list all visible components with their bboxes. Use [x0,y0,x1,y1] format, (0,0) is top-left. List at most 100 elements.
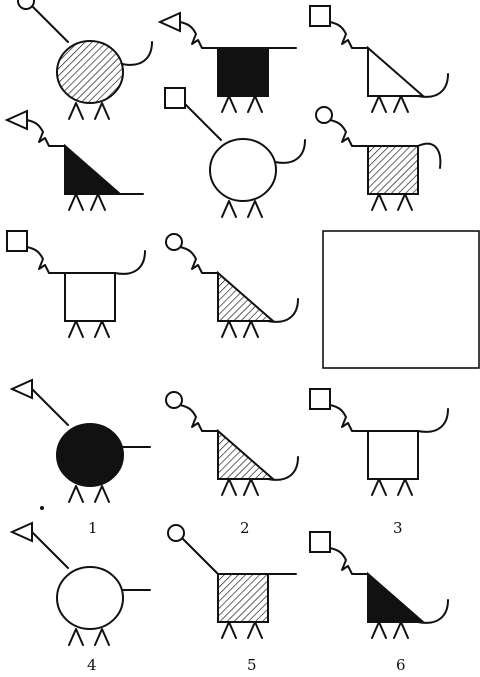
tail-curl-up [418,74,448,97]
body-circle [57,567,123,629]
option-figure-4 [12,523,150,645]
leg-1 [372,96,386,112]
leg-2 [398,479,412,495]
head-square [310,6,330,26]
neck-squiggle [27,120,65,146]
body-square [368,146,418,194]
leg-2 [244,321,258,337]
tail-curl-up [275,140,305,163]
option-label-5: 5 [247,656,257,674]
body-circle [210,139,276,201]
body-triangle [65,146,120,194]
leg-2 [95,629,109,645]
neck-straight [185,104,221,140]
leg-1 [222,622,236,638]
leg-1 [69,629,83,645]
head-circle [168,525,184,541]
neck-squiggle [330,405,368,431]
leg-1 [222,479,236,495]
option-figure-2 [166,392,298,495]
neck-squiggle [330,120,368,146]
leg-2 [394,622,408,638]
body-triangle [368,574,423,622]
neck-squiggle [330,22,368,48]
tail-curl-down [418,144,440,168]
head-square [7,231,27,251]
neck-squiggle [27,247,65,273]
option-label-4: 4 [87,656,97,674]
grid-figure-1-3 [310,6,448,112]
body-square [65,273,115,321]
leg-1 [222,321,236,337]
leg-1 [372,622,386,638]
leg-2 [95,486,109,502]
body-square [218,574,268,622]
neck-squiggle [330,548,368,574]
option-figure-6 [310,532,448,638]
leg-2 [248,96,262,112]
neck-squiggle [180,247,218,273]
leg-2 [394,96,408,112]
head-square [165,88,185,108]
grid-figure-1-1 [18,0,152,119]
body-triangle [218,431,273,479]
leg-2 [398,194,412,210]
leg-2 [248,622,262,638]
option-figure-1 [12,380,150,502]
leg-2 [95,103,109,119]
body-triangle [368,48,423,96]
grid-figure-3-1 [7,231,145,337]
option-label-1: 1 [88,519,98,537]
option-label-3: 3 [393,519,403,537]
body-square [368,431,418,479]
grid-figure-2-1 [7,111,143,210]
leg-2 [248,201,262,217]
tail-curl-up [122,42,152,65]
body-circle [57,41,123,103]
leg-1 [69,194,83,210]
leg-1 [222,96,236,112]
tail-curl-up [418,600,448,623]
option-label-2: 2 [240,519,250,537]
head-triangle [12,380,32,398]
head-circle [166,392,182,408]
option-figure-5 [168,525,296,638]
leg-2 [91,194,105,210]
neck-straight [32,6,68,42]
head-triangle [12,523,32,541]
leg-1 [372,194,386,210]
head-square [310,532,330,552]
head-triangle [160,13,180,31]
grid-figure-3-2 [166,234,298,337]
neck-straight [32,532,68,568]
leg-2 [95,321,109,337]
missing-cell-box [323,231,479,368]
head-triangle [7,111,27,129]
tail-curl-up [115,251,145,274]
neck-straight [182,538,218,574]
neck-squiggle [180,22,218,48]
head-circle [316,107,332,123]
grid-figure-2-3 [316,107,440,210]
leg-1 [69,103,83,119]
head-square [310,389,330,409]
body-circle [57,424,123,486]
head-circle [166,234,182,250]
leg-1 [372,479,386,495]
leg-2 [244,479,258,495]
tail-curl-up [418,409,448,432]
leg-1 [222,201,236,217]
neck-squiggle [180,405,218,431]
leg-1 [69,486,83,502]
neck-straight [32,389,68,425]
tail-curl-up [268,299,298,322]
stray-ink-dot [40,506,44,510]
body-triangle [218,273,273,321]
tail-curl-up [268,457,298,480]
body-square [218,48,268,96]
leg-1 [69,321,83,337]
option-figure-3 [310,389,448,495]
head-circle [18,0,34,9]
option-label-6: 6 [396,656,406,674]
